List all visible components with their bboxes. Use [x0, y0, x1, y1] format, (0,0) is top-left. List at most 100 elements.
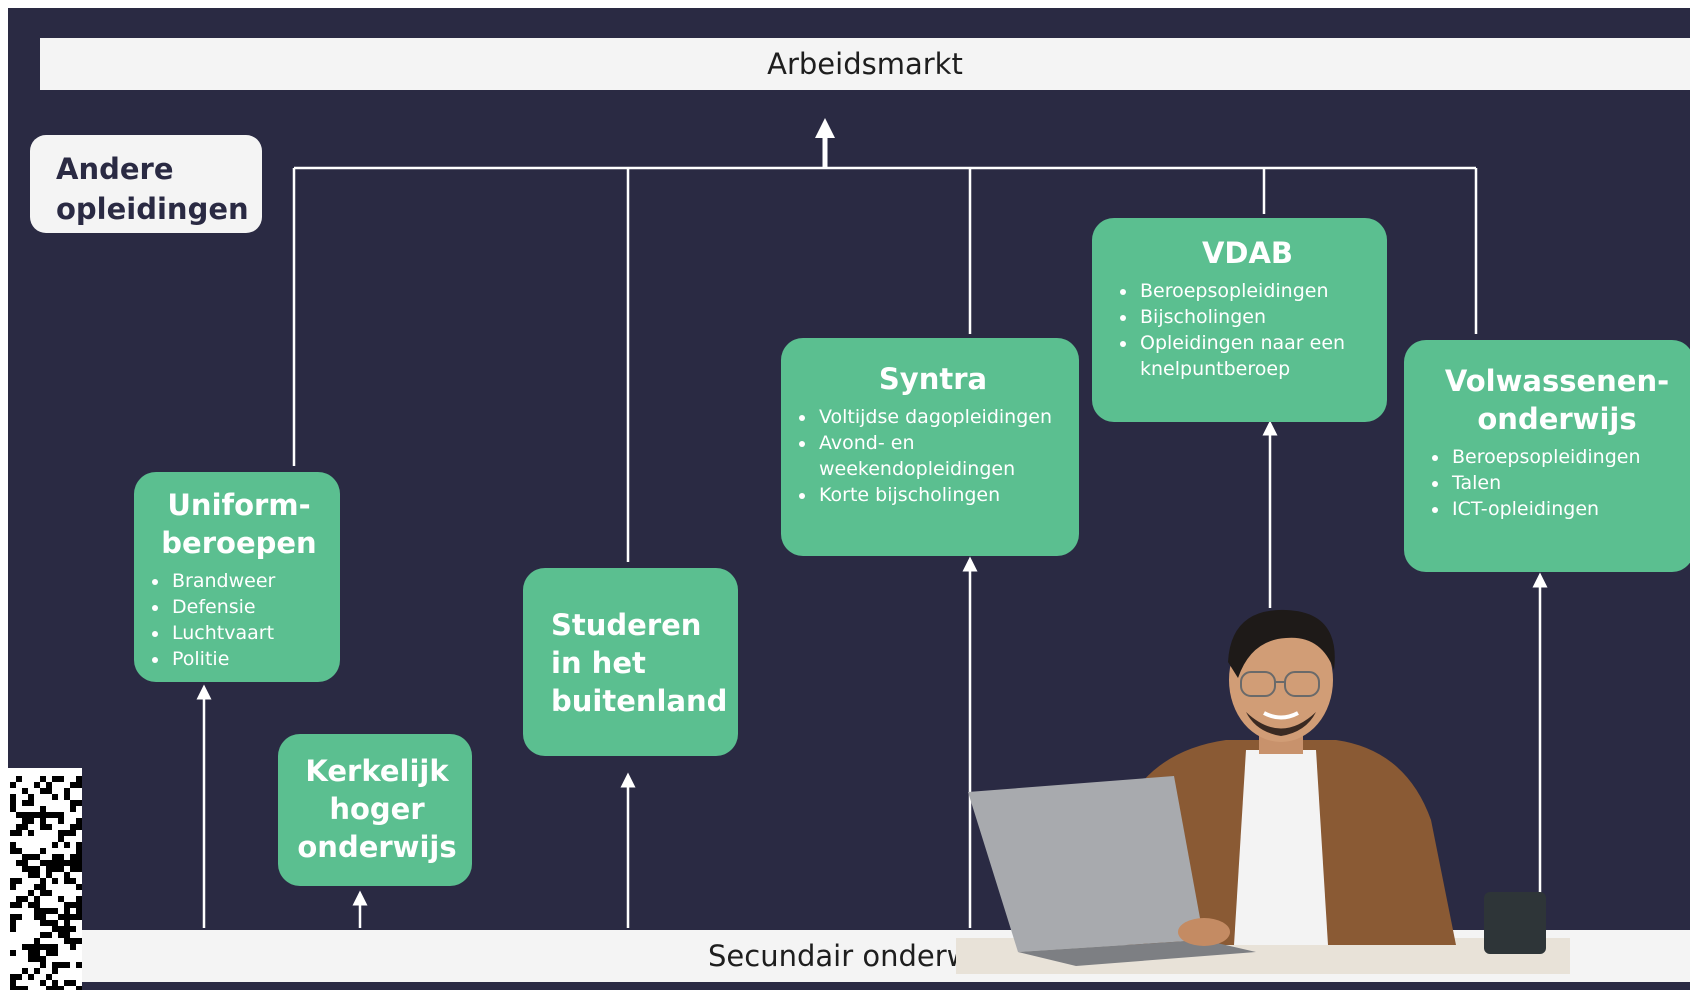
qr-module [58, 986, 64, 990]
qr-module [46, 932, 52, 938]
qr-module [64, 926, 70, 932]
box-list: Voltijdse dagopleidingen Avond- en weeke… [795, 404, 1071, 508]
qr-module [76, 800, 82, 806]
qr-module [70, 980, 76, 986]
box-list: Beroepsopleidingen Talen ICT-opleidingen [1428, 444, 1686, 522]
qr-module [76, 776, 82, 782]
qr-module [34, 872, 40, 878]
qr-module [10, 842, 16, 848]
qr-module [52, 908, 58, 914]
labour-market-bar: Arbeidsmarkt [40, 38, 1690, 90]
qr-module [16, 986, 22, 990]
qr-module [46, 788, 52, 794]
qr-module [70, 944, 76, 950]
qr-module [58, 854, 64, 860]
diagram-canvas: Arbeidsmarkt Andere opleidingen Uniform-… [8, 8, 1690, 990]
qr-module [22, 812, 28, 818]
qr-module [16, 848, 22, 854]
qr-module [58, 860, 64, 866]
qr-module [22, 800, 28, 806]
qr-module [16, 824, 22, 830]
qr-module [46, 986, 52, 990]
qr-module [64, 902, 70, 908]
qr-module [22, 788, 28, 794]
qr-module [64, 842, 70, 848]
list-item: Beroepsopleidingen [1138, 278, 1379, 304]
qr-module [10, 926, 16, 932]
qr-module [34, 782, 40, 788]
qr-module [28, 818, 34, 824]
qr-module [64, 914, 70, 920]
qr-module [34, 854, 40, 860]
qr-module [28, 944, 34, 950]
qr-module [52, 926, 58, 932]
qr-module [64, 962, 70, 968]
qr-module [40, 788, 46, 794]
box-title: Studeren in het buitenland [551, 608, 728, 718]
adult-education-box: Volwassenen- onderwijs Beroepsopleidinge… [1404, 340, 1690, 572]
qr-module [46, 866, 52, 872]
qr-module [76, 854, 82, 860]
qr-module [64, 932, 70, 938]
qr-module [34, 896, 40, 902]
qr-module [40, 914, 46, 920]
qr-module [76, 896, 82, 902]
qr-module [70, 938, 76, 944]
church-higher-education-box: Kerkelijk hoger onderwijs [278, 734, 472, 886]
qr-module [58, 776, 64, 782]
qr-module [46, 872, 52, 878]
qr-module [52, 962, 58, 968]
qr-module [70, 902, 76, 908]
qr-module [34, 812, 40, 818]
qr-module [16, 812, 22, 818]
person-with-laptop-image [956, 609, 1570, 974]
list-item: Voltijdse dagopleidingen [817, 404, 1071, 430]
qr-module [10, 920, 16, 926]
qr-module [16, 830, 22, 836]
qr-module [76, 860, 82, 866]
box-title: Kerkelijk hoger onderwijs [297, 754, 457, 864]
qr-module [34, 902, 40, 908]
qr-module [76, 782, 82, 788]
qr-module [16, 896, 22, 902]
qr-module [40, 884, 46, 890]
qr-module [46, 824, 52, 830]
qr-module [76, 902, 82, 908]
qr-module [22, 896, 28, 902]
list-item: Korte bijscholingen [817, 482, 1071, 508]
qr-module [10, 884, 16, 890]
qr-module [70, 860, 76, 866]
qr-module [64, 980, 70, 986]
qr-module [64, 872, 70, 878]
qr-module [64, 878, 70, 884]
qr-module [76, 962, 82, 968]
qr-module [52, 944, 58, 950]
vdab-box: VDAB Beroepsopleidingen Bijscholingen Op… [1092, 218, 1387, 422]
qr-module [46, 890, 52, 896]
qr-module [58, 926, 64, 932]
qr-module [28, 866, 34, 872]
qr-module [10, 848, 16, 854]
qr-module [34, 968, 40, 974]
qr-module [34, 938, 40, 944]
qr-module [70, 800, 76, 806]
qr-module [10, 800, 16, 806]
qr-module [46, 950, 52, 956]
list-item: Brandweer [170, 568, 330, 594]
qr-module [10, 902, 16, 908]
qr-module [52, 878, 58, 884]
qr-module [28, 800, 34, 806]
secondary-education-label: Secundair onderw [708, 939, 971, 973]
qr-module [76, 914, 82, 920]
qr-module [28, 830, 34, 836]
box-list: Beroepsopleidingen Bijscholingen Opleidi… [1116, 278, 1379, 382]
qr-module [46, 920, 52, 926]
qr-module [28, 956, 34, 962]
qr-module [34, 866, 40, 872]
qr-module [34, 884, 40, 890]
syntra-box: Syntra Voltijdse dagopleidingen Avond- e… [781, 338, 1079, 556]
qr-module [76, 986, 82, 990]
qr-module [70, 914, 76, 920]
qr-module [64, 788, 70, 794]
qr-module [34, 908, 40, 914]
